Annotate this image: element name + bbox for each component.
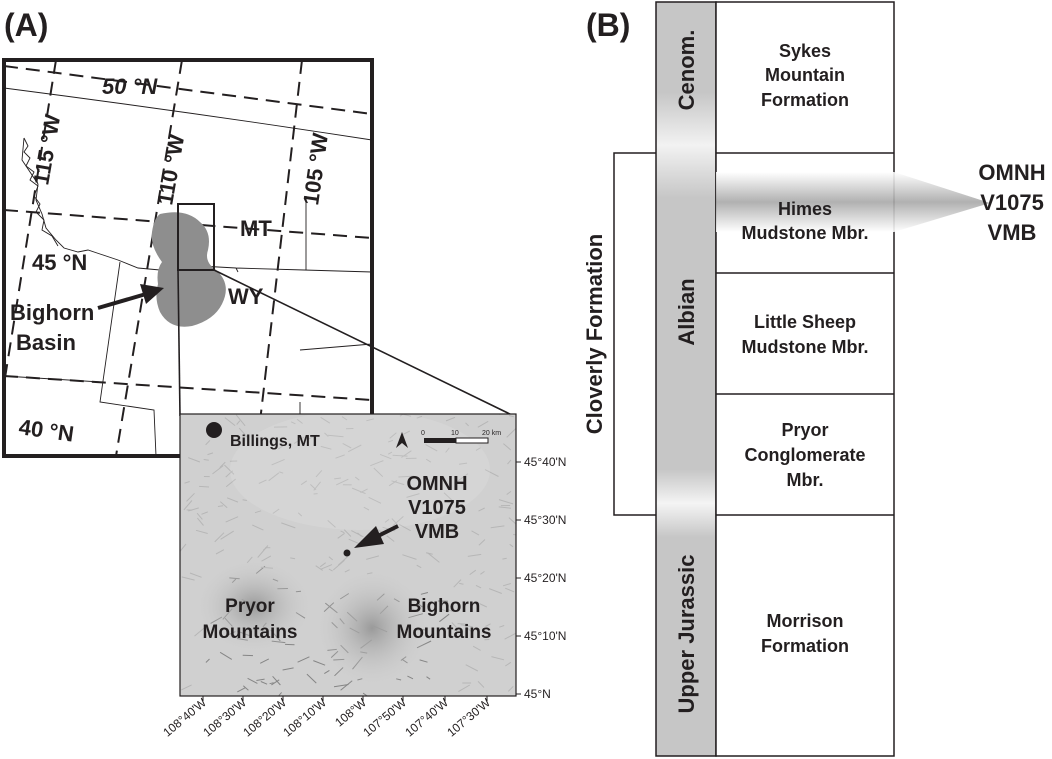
basin-arrow — [97, 284, 164, 310]
lon-tick-1: 108°40'W — [160, 695, 209, 739]
basin-label-line2: Basin — [16, 330, 76, 355]
stage-upper-jurassic: Upper Jurassic — [674, 555, 699, 714]
column-locality-line2: V1075 — [980, 190, 1044, 215]
unit-sykes-line1: Sykes — [779, 41, 831, 61]
stage-column — [655, 1, 717, 757]
shaded-relief — [180, 414, 516, 696]
basin-label-line1: Bighorn — [10, 300, 94, 325]
lon-tick-6: 107°50'W — [360, 695, 409, 739]
lat-label-50: 50 °N — [102, 74, 158, 99]
lon-tick-5: 108°W — [332, 695, 369, 729]
formation-label: Cloverly Formation — [582, 234, 607, 434]
panel-a-label: (A) — [4, 7, 48, 43]
locality-label-line1: OMNH — [406, 473, 467, 495]
study-area-box — [177, 203, 215, 271]
lon-tick-8: 107°30'W — [444, 695, 493, 739]
inset-frame — [179, 413, 517, 697]
idaho-border — [23, 137, 59, 247]
lon-tick-4: 108°10'W — [280, 695, 329, 739]
pryor-label-line1: Pryor — [225, 596, 275, 617]
unit-morrison-line2: Formation — [761, 636, 849, 656]
longitude-axis: 108°40'W 108°30'W 108°20'W 108°10'W 108°… — [160, 695, 493, 739]
formation-bracket — [613, 152, 656, 516]
lon-tick-3: 108°20'W — [240, 695, 289, 739]
scale-label-0: 0 — [421, 430, 425, 437]
lat-tick-2: 45°30'N — [524, 513, 566, 527]
bighorn-mtns-label-line2: Mountains — [397, 622, 492, 643]
lat-tick-5: 45°N — [524, 687, 551, 701]
pryor-label-line2: Mountains — [203, 622, 298, 643]
unit-sykes-line2: Mountain — [765, 65, 845, 85]
locality-label-line2: V1075 — [408, 497, 466, 519]
lon-tick-7: 107°40'W — [402, 695, 451, 739]
lat-tick-4: 45°10'N — [524, 629, 566, 643]
lon-tick-2: 108°30'W — [200, 695, 249, 739]
stage-cenomanian: Cenom. — [674, 30, 699, 111]
locality-marker — [343, 549, 351, 557]
column-locality-line3: VMB — [988, 220, 1037, 245]
unit-himes-line2: Mudstone Mbr. — [742, 223, 869, 243]
unit-sykes-line3: Formation — [761, 90, 849, 110]
scale-label-10: 10 — [451, 430, 459, 437]
locality-pointer — [716, 172, 990, 232]
lat-label-45: 45 °N — [32, 250, 87, 275]
map-content — [4, 60, 372, 456]
inset-map: Billings, MT 0 10 20 km OMNH V1075 VMB P… — [179, 413, 517, 697]
zoom-lines — [177, 269, 515, 417]
unit-little-sheep-line2: Mudstone Mbr. — [742, 337, 869, 357]
unit-morrison-line1: Morrison — [766, 611, 843, 631]
stratigraphic-column: Cenom. Albian Upper Jurassic Cloverly Fo… — [582, 1, 1046, 757]
north-arrow-icon — [396, 432, 408, 448]
unit-pryor-line3: Mbr. — [786, 470, 823, 490]
column-locality-line1: OMNH — [978, 160, 1045, 185]
scale-bar: 0 10 20 km — [421, 430, 501, 444]
state-boundaries — [4, 137, 372, 456]
unit-little-sheep-line1: Little Sheep — [754, 312, 856, 332]
national-border — [4, 87, 372, 141]
lat-tick-3: 45°20'N — [524, 571, 566, 585]
state-label-mt: MT — [240, 216, 272, 241]
stage-albian: Albian — [674, 278, 699, 345]
lat-tick-1: 45°40'N — [524, 455, 566, 469]
locality-arrow — [354, 524, 399, 548]
unit-himes-line1: Himes — [778, 199, 832, 219]
city-label: Billings, MT — [230, 433, 320, 450]
latitude-axis: 45°40'N 45°30'N 45°20'N 45°10'N 45°N — [516, 455, 566, 701]
unit-column — [715, 1, 895, 757]
panel-b-label: (B) — [586, 7, 630, 43]
scale-label-20: 20 km — [482, 430, 501, 437]
unit-pryor-line1: Pryor — [781, 420, 828, 440]
regional-map: 50 °N 45 °N 40 °N 115 °W 110 °W 105 °W M… — [2, 58, 374, 458]
bighorn-mtns-label-line1: Bighorn — [408, 596, 481, 617]
unit-pryor-line2: Conglomerate — [744, 445, 865, 465]
billings-marker — [206, 422, 222, 438]
locality-label-line3: VMB — [415, 521, 459, 543]
state-label-wy: WY — [228, 284, 264, 309]
